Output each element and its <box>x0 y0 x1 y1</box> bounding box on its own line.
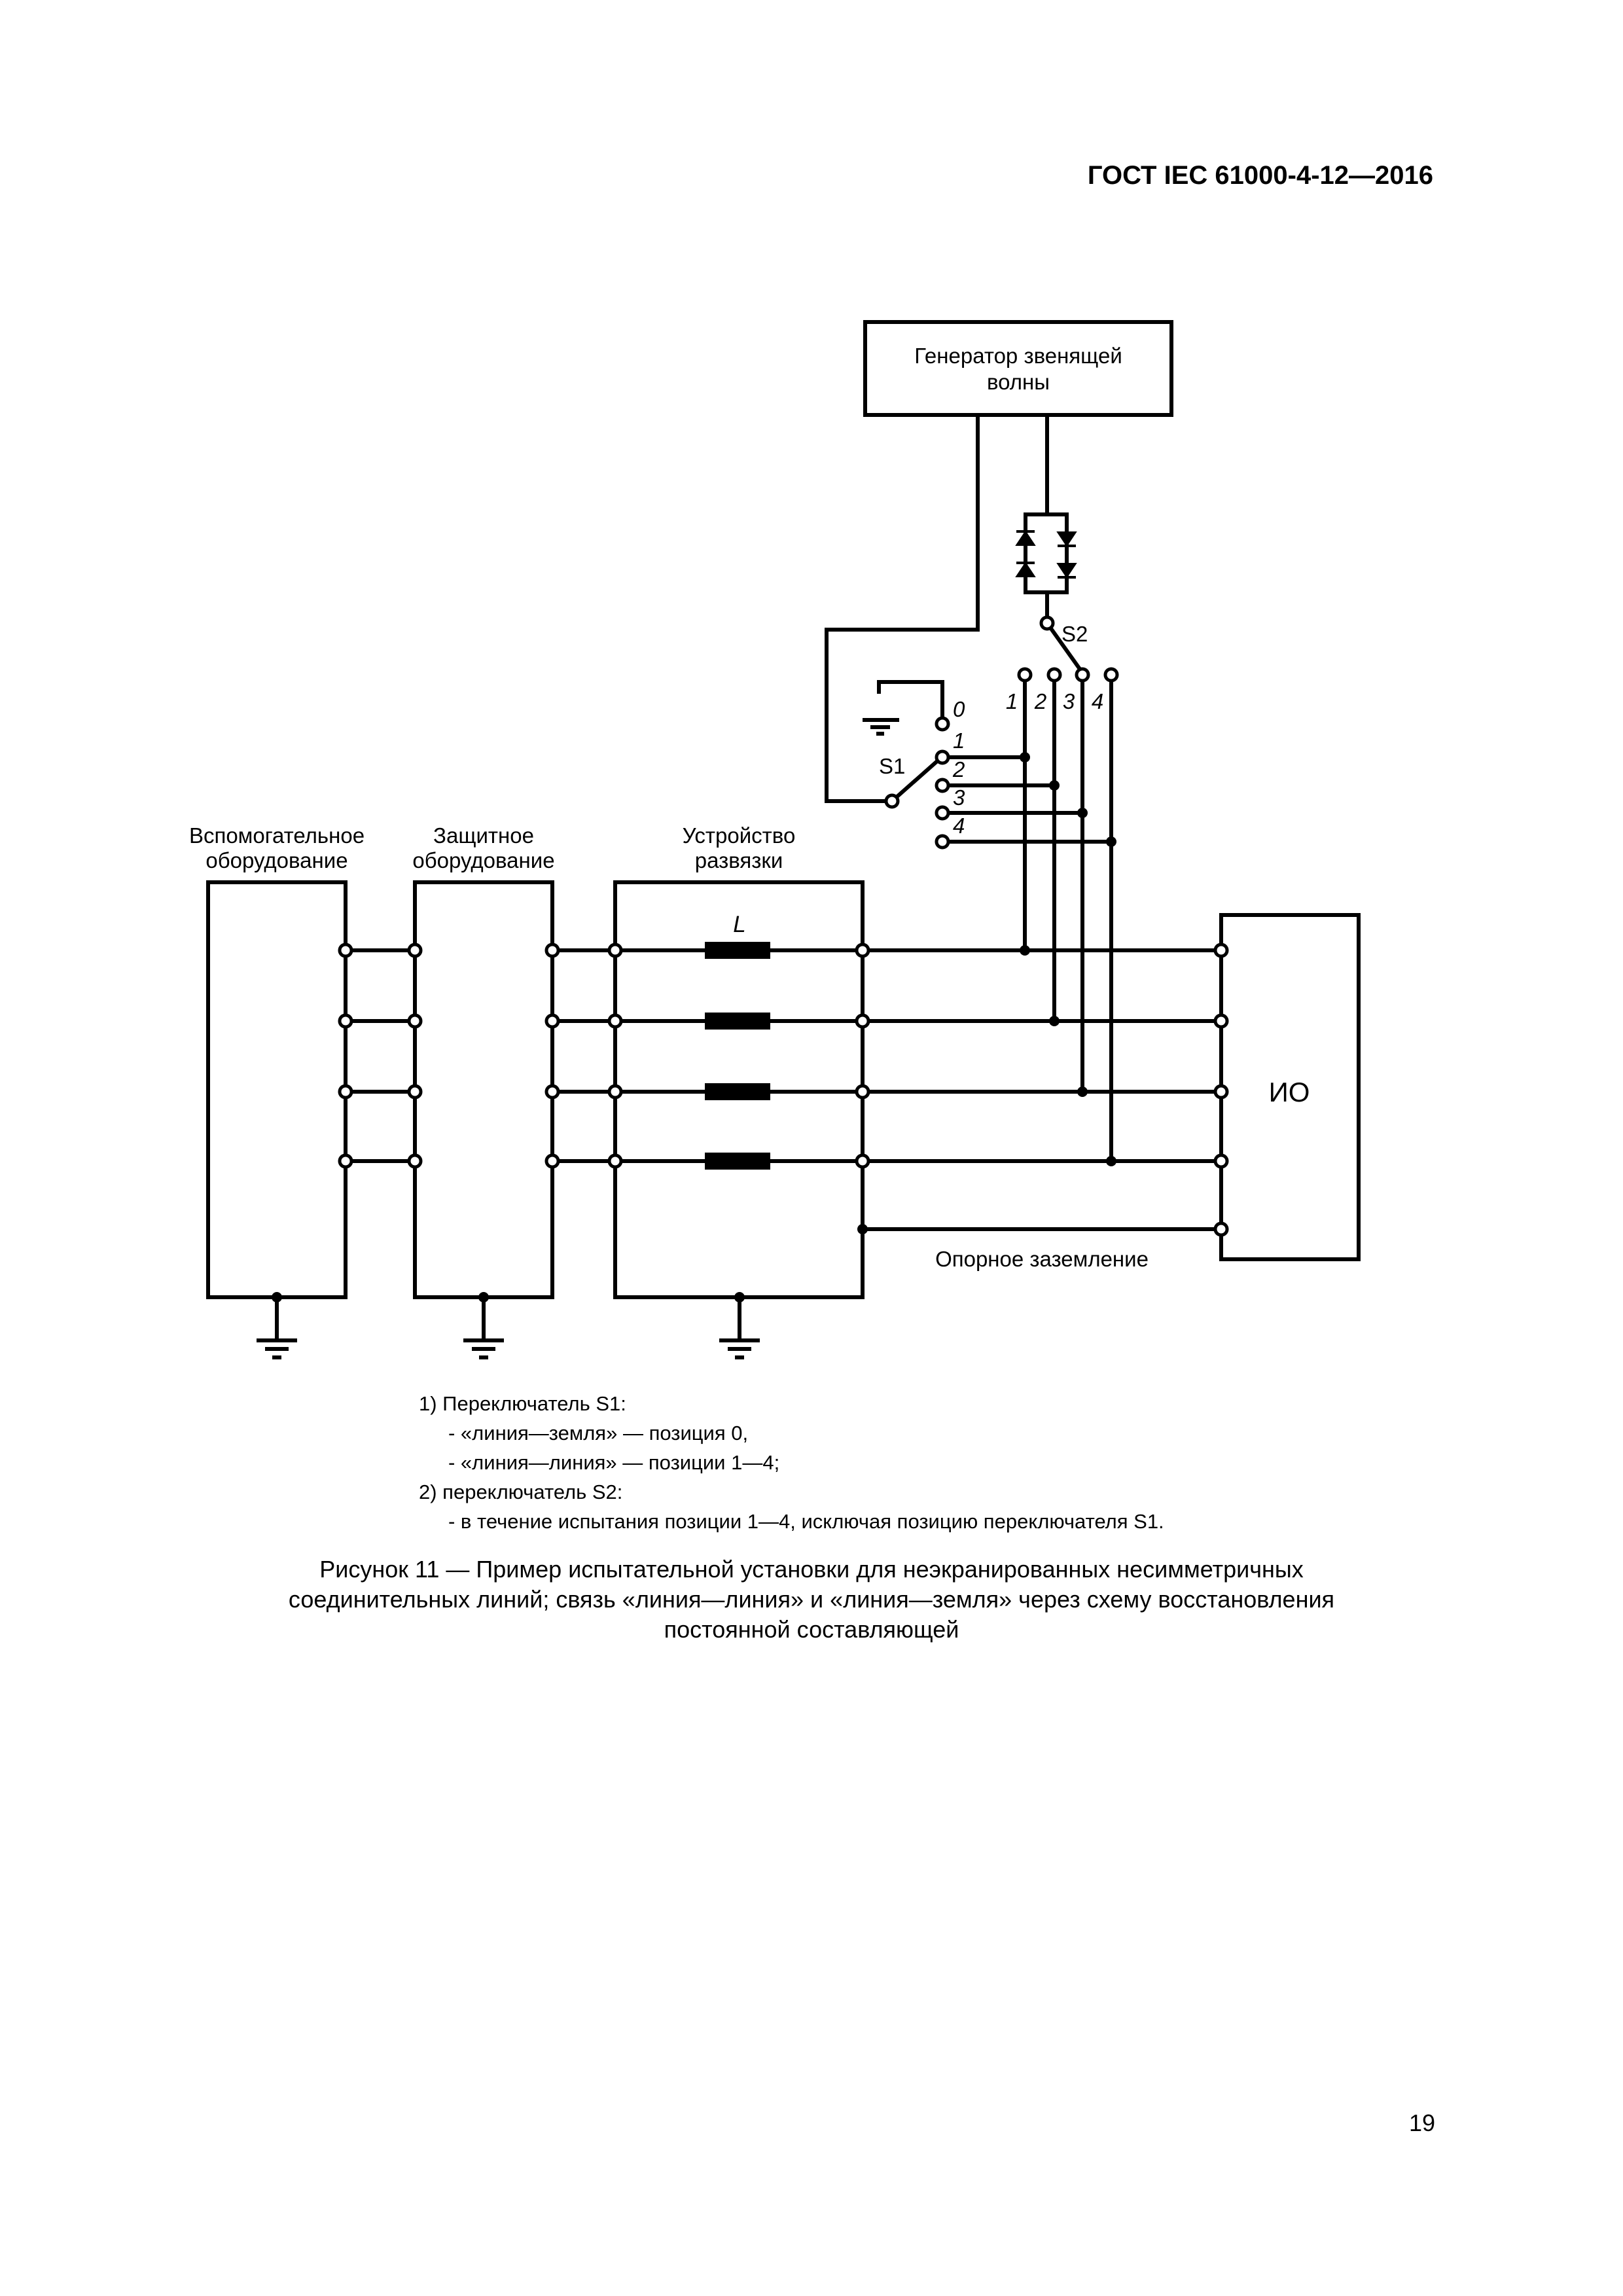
inductor-icon <box>705 1083 770 1100</box>
protective-label-2: оборудование <box>412 848 554 872</box>
terminal <box>935 749 950 765</box>
s2-position-3: 3 <box>1063 689 1075 713</box>
eut-label: ИО <box>1269 1077 1310 1107</box>
terminal <box>884 793 900 809</box>
reference-ground-label: Опорное заземление <box>935 1247 1149 1271</box>
caption-line-3: постоянной составляющей <box>664 1616 959 1643</box>
s1-position-2: 2 <box>952 757 965 781</box>
terminal <box>1075 667 1090 683</box>
generator-label-1: Генератор звенящей <box>914 344 1122 368</box>
generator-left-wire <box>825 415 980 803</box>
note-1: 1) Переключатель S1: <box>419 1392 626 1415</box>
terminal <box>935 716 950 732</box>
inductor-icon <box>705 1013 770 1030</box>
page-number: 19 <box>1408 2109 1435 2136</box>
aux-equipment-box <box>206 880 348 1299</box>
generator-label-2: волны <box>987 370 1050 394</box>
generator-box <box>863 320 1173 417</box>
decoupling-label-2: развязки <box>695 848 783 872</box>
note-2: 2) переключатель S2: <box>419 1480 623 1503</box>
ground-icon <box>257 1338 297 1359</box>
inductor-icon <box>705 942 770 959</box>
inductor-icon <box>705 1153 770 1170</box>
protective-label-1: Защитное <box>433 823 534 848</box>
terminal <box>1046 667 1062 683</box>
s1-position-3: 3 <box>953 785 965 810</box>
s2-switch-arm <box>1045 622 1083 672</box>
document-code: ГОСТ IEC 61000-4-12—2016 <box>1087 161 1433 190</box>
protective-equipment-box <box>413 880 554 1299</box>
terminal <box>1039 615 1055 631</box>
aux-label-2: оборудование <box>205 848 348 872</box>
s1-position-1: 1 <box>953 728 965 753</box>
s2-position-1: 1 <box>1006 689 1018 713</box>
figure-caption: Рисунок 11 — Пример испытательной устано… <box>157 1554 1466 1645</box>
note-1b: - «линия—линия» — позиции 1—4; <box>448 1451 780 1474</box>
aux-label-1: Вспомогательное <box>189 823 365 848</box>
terminal <box>935 805 950 821</box>
terminal <box>1017 667 1033 683</box>
terminal <box>1103 667 1119 683</box>
diode-icon <box>1015 530 1077 579</box>
caption-line-1: Рисунок 11 — Пример испытательной устано… <box>319 1556 1304 1583</box>
decoupling-label-1: Устройство <box>683 823 796 848</box>
ground-icon <box>463 1338 504 1359</box>
s2-position-2: 2 <box>1034 689 1046 713</box>
s1-label: S1 <box>879 754 905 778</box>
caption-line-2: соединительных линий; связь «линия—линия… <box>288 1586 1335 1613</box>
s1-switch-arm <box>891 759 938 803</box>
ground-icon <box>719 1338 760 1359</box>
inductor-label: L <box>733 912 745 937</box>
s2-label: S2 <box>1061 622 1088 646</box>
figure-notes: 1) Переключатель S1: - «линия—земля» — п… <box>419 1389 1164 1536</box>
note-2a: - в течение испытания позиции 1—4, исклю… <box>448 1510 1164 1533</box>
note-1a: - «линия—земля» — позиция 0, <box>448 1422 749 1444</box>
s2-position-4: 4 <box>1092 689 1103 713</box>
s1-position-0: 0 <box>953 697 965 721</box>
terminal <box>935 778 950 793</box>
s1-position-4: 4 <box>953 814 965 838</box>
terminal <box>935 834 950 850</box>
